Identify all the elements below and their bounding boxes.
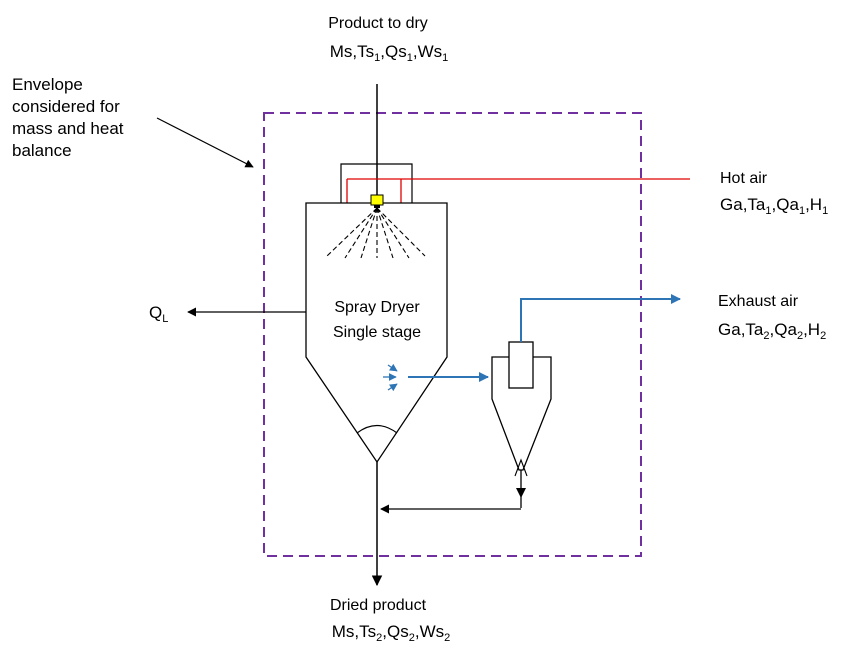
- heat-loss-label: QL​: [149, 303, 168, 325]
- envelope-label: Envelope considered for mass and heat ba…: [12, 75, 124, 160]
- envelope-line-1: Envelope: [12, 75, 83, 94]
- hot-air-title: Hot air: [720, 170, 768, 187]
- variable-subscript-3: 1: [822, 205, 828, 217]
- variable-2: Qs: [387, 622, 409, 641]
- variable-0: Ms: [332, 622, 355, 641]
- product-to-dry-vars: Ms,Ts1,Qs1,Ws1​: [330, 42, 449, 64]
- variable-subscript-2: 1: [407, 52, 413, 64]
- variable-subscript-3: 2: [444, 632, 450, 644]
- air-distributor-frame: [340, 163, 413, 203]
- dryer-label-line-2: Single stage: [333, 324, 421, 341]
- variable-0: Ms: [330, 42, 353, 61]
- variable-0: Q: [149, 303, 162, 322]
- variable-3: Ws: [420, 622, 445, 641]
- variable-subscript-1: 1: [765, 205, 771, 217]
- variable-subscript-2: 1: [799, 205, 805, 217]
- variable-3: Ws: [418, 42, 443, 61]
- exhaust-air-vars: Ga,Ta2,Qa2,H2​: [718, 320, 826, 342]
- envelope-line-2: considered for: [12, 97, 120, 116]
- dried-product-title: Dried product: [330, 597, 427, 614]
- variable-3: H: [810, 195, 822, 214]
- air-pickup-arrows: [383, 363, 398, 392]
- atomizer-nozzle: [370, 194, 384, 206]
- variable-subscript-2: 2: [797, 330, 803, 342]
- variable-2: Qs: [385, 42, 407, 61]
- envelope-line-4: balance: [12, 141, 72, 160]
- cyclone-body: [491, 356, 552, 471]
- spray-pattern: [326, 207, 426, 259]
- exhaust-air-duct: [520, 294, 681, 342]
- product-to-dry-title: Product to dry: [328, 15, 428, 32]
- atomizer-nozzle-tip: [374, 205, 380, 208]
- exhaust-air-title: Exhaust air: [718, 293, 799, 310]
- variable-subscript-1: 1: [374, 52, 380, 64]
- variable-subscript-1: 2: [763, 330, 769, 342]
- cyclone-outlet-cap: [514, 458, 528, 477]
- dried-product-vars: Ms,Ts2,Qs2,Ws2​: [332, 622, 451, 644]
- variable-2: Qa: [776, 195, 799, 214]
- variable-0: Ga: [720, 195, 743, 214]
- dryer-chamber: [305, 202, 448, 464]
- variable-1: Ts: [357, 42, 374, 61]
- variable-1: Ts: [359, 622, 376, 641]
- envelope-line-3: mass and heat: [12, 119, 124, 138]
- dryer-label-line-1: Spray Dryer: [334, 299, 420, 316]
- cyclone-vortex-finder: [508, 341, 534, 389]
- variable-3: H: [808, 320, 820, 339]
- dryer-outlet-cap: [356, 424, 398, 434]
- variable-1: Ta: [745, 320, 764, 339]
- variable-0: Ga: [718, 320, 741, 339]
- variable-1: Ta: [747, 195, 766, 214]
- variable-subscript-2: 2: [409, 632, 415, 644]
- envelope-pointer-arrow: [156, 117, 254, 168]
- cyclone-discharge-arrowhead: [516, 488, 526, 498]
- envelope-boundary: [263, 112, 642, 557]
- variable-subscript-3: 2: [820, 330, 826, 342]
- hot-air-vars: Ga,Ta1,Qa1,H1​: [720, 195, 828, 217]
- variable-2: Qa: [774, 320, 797, 339]
- variable-subscript-3: 1: [442, 52, 448, 64]
- variable-subscript-0: L: [162, 313, 168, 325]
- variable-subscript-1: 2: [376, 632, 382, 644]
